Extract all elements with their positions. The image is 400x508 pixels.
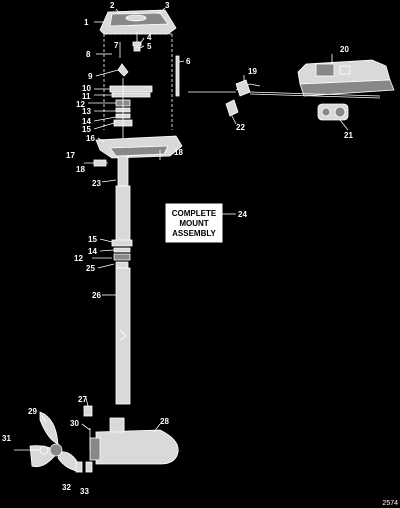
callout-32: 32 — [62, 483, 71, 492]
callout-18b: 18 — [174, 148, 183, 157]
callout-2: 2 — [110, 1, 115, 10]
pedal-cable — [188, 79, 381, 99]
callout-14: 14 — [82, 117, 91, 126]
callout-14b: 14 — [88, 247, 97, 256]
callout-5: 5 — [147, 42, 152, 51]
motor-housing-28 — [89, 417, 179, 465]
callout-19: 19 — [248, 67, 257, 76]
callout-29: 29 — [28, 407, 37, 416]
foot-pedal — [297, 59, 395, 97]
box-line-2: MOUNT — [179, 219, 208, 228]
callout-4: 4 — [147, 33, 152, 42]
head-cover — [99, 9, 177, 35]
callout-30: 30 — [70, 419, 79, 428]
cable-clip-22 — [225, 99, 239, 117]
small-hardware — [75, 397, 93, 473]
callout-7: 7 — [114, 41, 119, 50]
callout-27: 27 — [78, 395, 87, 404]
callout-9: 9 — [88, 72, 93, 81]
callout-12: 12 — [76, 100, 85, 109]
callout-8: 8 — [86, 50, 91, 59]
propeller-29 — [29, 411, 83, 473]
callout-1: 1 — [84, 18, 89, 27]
shaft-collar-parts — [92, 239, 133, 269]
callout-22: 22 — [236, 123, 245, 132]
upper-shaft — [115, 155, 131, 243]
callout-11: 11 — [82, 92, 91, 101]
callout-31: 31 — [2, 434, 11, 443]
leader-lines — [41, 7, 349, 433]
reference-number: 2574 — [382, 500, 398, 507]
callout-10: 10 — [82, 84, 91, 93]
callout-33: 33 — [80, 487, 89, 496]
callout-28: 28 — [160, 417, 169, 426]
callout-21: 21 — [344, 131, 353, 140]
callout-17: 17 — [66, 151, 75, 160]
callout-3: 3 — [165, 1, 170, 10]
callout-13: 13 — [82, 107, 91, 116]
callout-12b: 12 — [74, 254, 83, 263]
prop-nut-31 — [14, 445, 49, 455]
head-base — [95, 135, 183, 159]
connector-21 — [317, 103, 349, 121]
callout-15b: 15 — [88, 235, 97, 244]
callout-18: 18 — [76, 165, 85, 174]
callout-26: 26 — [92, 291, 101, 300]
callout-6: 6 — [186, 57, 191, 66]
box-line-1: COMPLETE — [172, 209, 217, 218]
callout-25: 25 — [86, 264, 95, 273]
cable-6 — [175, 55, 180, 97]
callout-20: 20 — [340, 45, 349, 54]
head-housing — [103, 33, 173, 130]
callout-15: 15 — [82, 125, 91, 134]
complete-mount-assembly-box: COMPLETE MOUNT ASSEMBLY — [165, 203, 236, 243]
callout-16: 16 — [86, 134, 95, 143]
callout-24: 24 — [238, 210, 247, 219]
lower-shaft-26 — [115, 267, 131, 405]
box-line-3: ASSEMBLY — [172, 229, 216, 238]
callout-23: 23 — [92, 179, 101, 188]
